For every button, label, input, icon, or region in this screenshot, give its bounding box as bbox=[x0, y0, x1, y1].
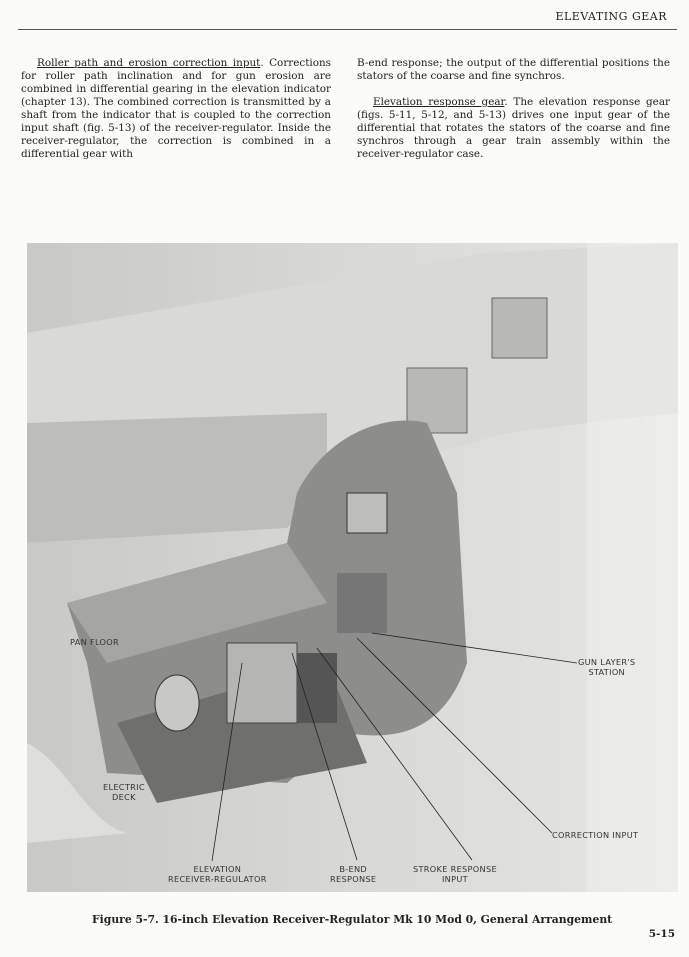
label-line: B-END bbox=[339, 864, 368, 874]
label-line: STROKE RESPONSE bbox=[413, 864, 497, 874]
label-correction-input: CORRECTION INPUT bbox=[552, 830, 639, 840]
paragraph-continuation: B-end response; the output of the differ… bbox=[357, 57, 670, 82]
label-line: RECEIVER-REGULATOR bbox=[168, 874, 267, 884]
left-column: Roller path and erosion correction input… bbox=[21, 57, 331, 174]
paragraph-heading: Elevation response gear bbox=[373, 96, 505, 108]
label-line: DECK bbox=[112, 792, 136, 802]
header-rule bbox=[18, 29, 677, 30]
paragraph-text: . The elevation response gear (figs. 5-1… bbox=[357, 96, 670, 160]
label-line: GUN LAYER'S bbox=[578, 657, 636, 667]
paragraph-heading: Roller path and erosion correction input bbox=[37, 57, 261, 69]
running-header: ELEVATING GEAR bbox=[555, 10, 667, 23]
label-line: STATION bbox=[588, 667, 625, 677]
label-line: RESPONSE bbox=[330, 874, 377, 884]
label-line: ELECTRIC bbox=[103, 782, 145, 792]
label-line: ELEVATION bbox=[193, 864, 242, 874]
label-pan-floor: PAN FLOOR bbox=[70, 637, 119, 647]
paragraph-text: . Corrections for roller path inclinatio… bbox=[21, 57, 331, 160]
right-column: B-end response; the output of the differ… bbox=[357, 57, 670, 174]
paragraph-elevation-response: Elevation response gear. The elevation r… bbox=[357, 96, 670, 161]
label-line: INPUT bbox=[441, 874, 468, 884]
illustration-drawing bbox=[27, 243, 678, 892]
page-number: 5-15 bbox=[648, 928, 675, 940]
figure-caption: Figure 5-7. 16-inch Elevation Receiver-R… bbox=[92, 913, 613, 926]
paragraph-roller-path: Roller path and erosion correction input… bbox=[21, 57, 331, 161]
